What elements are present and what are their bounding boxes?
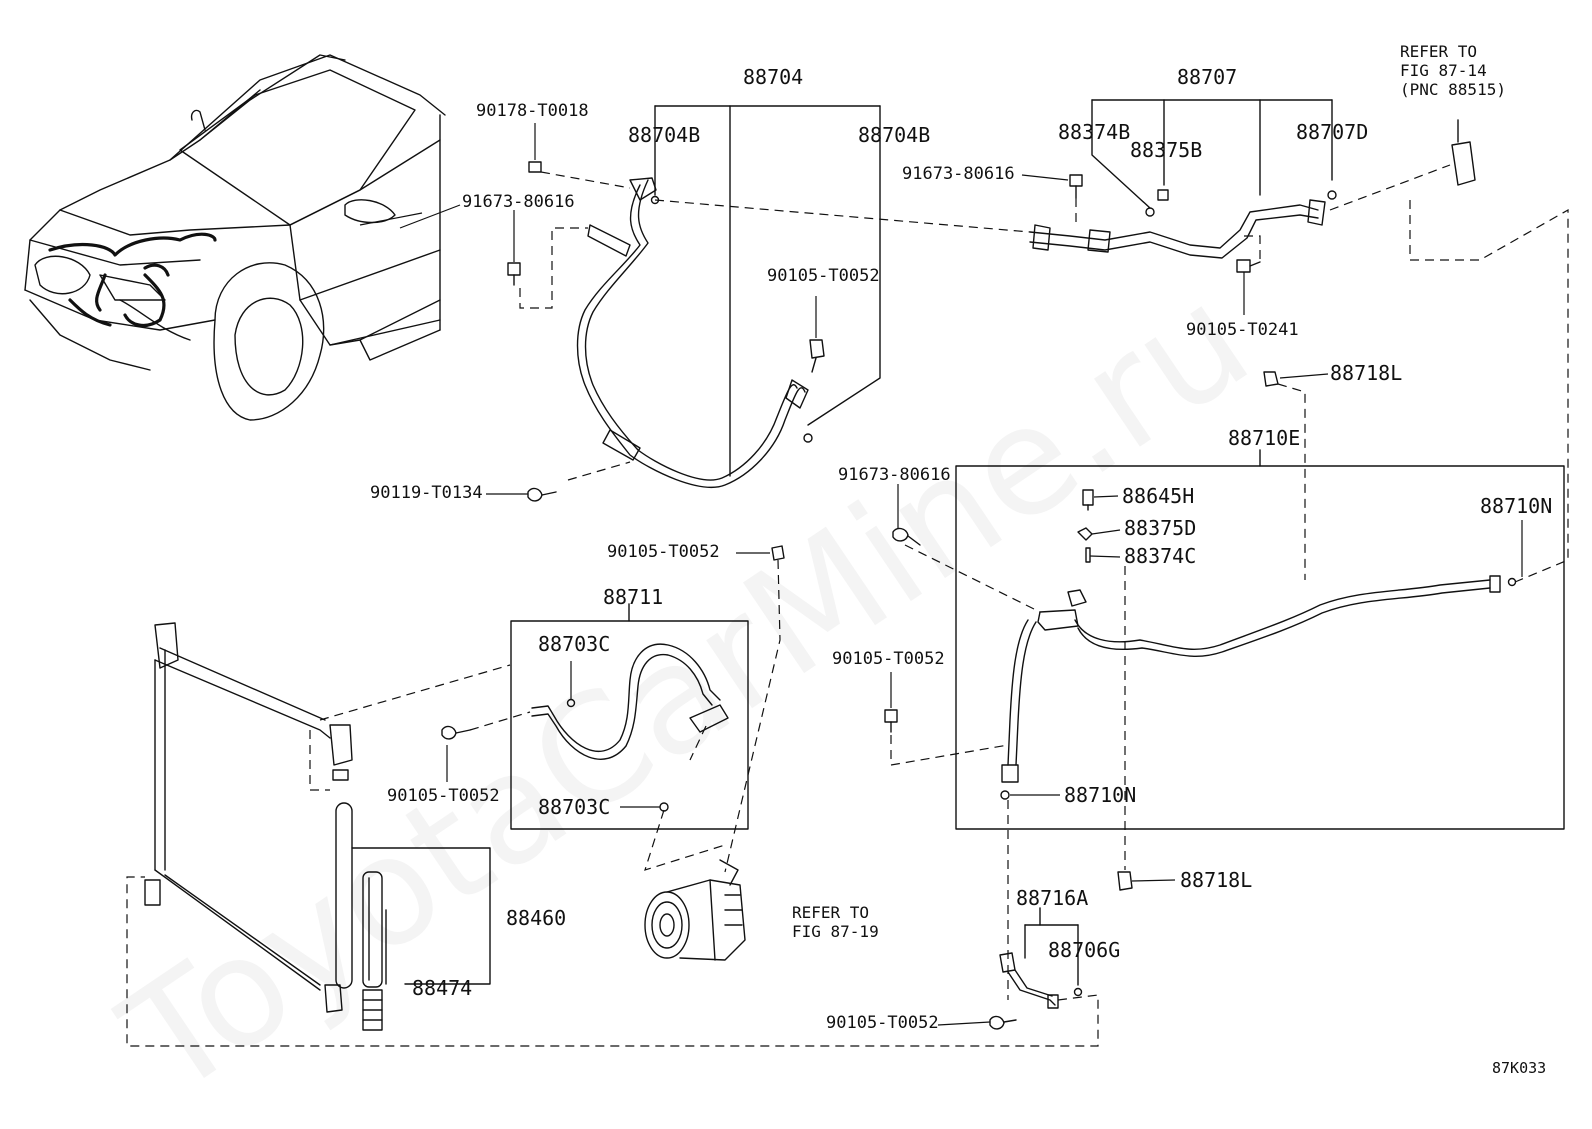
label-88704b-right[interactable]: 88704B	[858, 123, 931, 147]
label-88375d[interactable]: 88375D	[1124, 516, 1197, 540]
suction-tube-88707	[1029, 99, 1476, 273]
label-88710e[interactable]: 88710E	[1228, 426, 1301, 450]
ac-piping-diagram: ToyotaCarMine.ru 88704 88704B 88704B 901…	[24, 42, 1569, 1129]
vehicle-ac-lines	[48, 232, 217, 328]
label-88711[interactable]: 88711	[603, 585, 664, 609]
tube-88716a-group	[989, 907, 1083, 1030]
label-90105-t0052-d[interactable]: 90105-T0052	[387, 786, 500, 806]
label-90105-t0052-b[interactable]: 90105-T0052	[832, 649, 945, 669]
guide-lines	[126, 164, 1569, 1047]
label-88374c[interactable]: 88374C	[1124, 544, 1197, 568]
label-91673-80616-b[interactable]: 91673-80616	[902, 164, 1015, 184]
refer-87-19-line-1: REFER TO	[792, 903, 870, 922]
hose-88711-group	[441, 545, 785, 830]
label-88706g[interactable]: 88706G	[1048, 938, 1121, 962]
refer-fig-87-14[interactable]: REFER TO FIG 87-14 (PNC 88515)	[1400, 42, 1506, 99]
leader-lines	[359, 123, 1523, 1026]
label-88718l-top[interactable]: 88718L	[1330, 361, 1403, 385]
label-90105-t0241[interactable]: 90105-T0241	[1186, 320, 1299, 340]
label-88707d[interactable]: 88707D	[1296, 120, 1369, 144]
label-88704[interactable]: 88704	[743, 65, 804, 89]
label-88460[interactable]: 88460	[506, 906, 567, 930]
refer-fig-87-19[interactable]: REFER TO FIG 87-19	[792, 903, 879, 941]
label-90178-t0018[interactable]: 90178-T0018	[476, 101, 589, 121]
diagram-code: 87K033	[1492, 1059, 1547, 1077]
label-88645h[interactable]: 88645H	[1122, 484, 1195, 508]
label-88707[interactable]: 88707	[1177, 65, 1238, 89]
condenser-leaders	[351, 847, 491, 985]
label-91673-80616-c[interactable]: 91673-80616	[838, 465, 951, 485]
vehicle-illustration	[24, 54, 446, 421]
condenser-88460	[144, 622, 383, 1031]
label-90105-t0052-e[interactable]: 90105-T0052	[826, 1013, 939, 1033]
label-88710n-bottom[interactable]: 88710N	[1064, 783, 1137, 807]
refer-87-19-line-2: FIG 87-19	[792, 922, 879, 941]
label-88716a[interactable]: 88716A	[1016, 886, 1089, 910]
label-90105-t0052-a[interactable]: 90105-T0052	[767, 266, 880, 286]
label-88374b[interactable]: 88374B	[1058, 120, 1131, 144]
refer-87-14-line-1: REFER TO	[1400, 42, 1478, 61]
label-88704b-left[interactable]: 88704B	[628, 123, 701, 147]
diagram-drawing	[24, 54, 1569, 1047]
refer-87-14-line-2: FIG 87-14	[1400, 61, 1487, 80]
refer-87-14-line-3: (PNC 88515)	[1400, 80, 1506, 99]
label-88703c-bottom[interactable]: 88703C	[538, 795, 611, 819]
label-88703c-top[interactable]: 88703C	[538, 632, 611, 656]
label-91673-80616-a[interactable]: 91673-80616	[462, 192, 575, 212]
label-88718l-bottom[interactable]: 88718L	[1180, 868, 1253, 892]
discharge-hose-88704	[507, 105, 881, 502]
label-88375b[interactable]: 88375B	[1130, 138, 1203, 162]
compressor	[644, 859, 746, 961]
label-90119-t0134[interactable]: 90119-T0134	[370, 483, 483, 503]
label-90105-t0052-c[interactable]: 90105-T0052	[607, 542, 720, 562]
label-88710n-right[interactable]: 88710N	[1480, 494, 1553, 518]
label-88474[interactable]: 88474	[412, 976, 473, 1000]
